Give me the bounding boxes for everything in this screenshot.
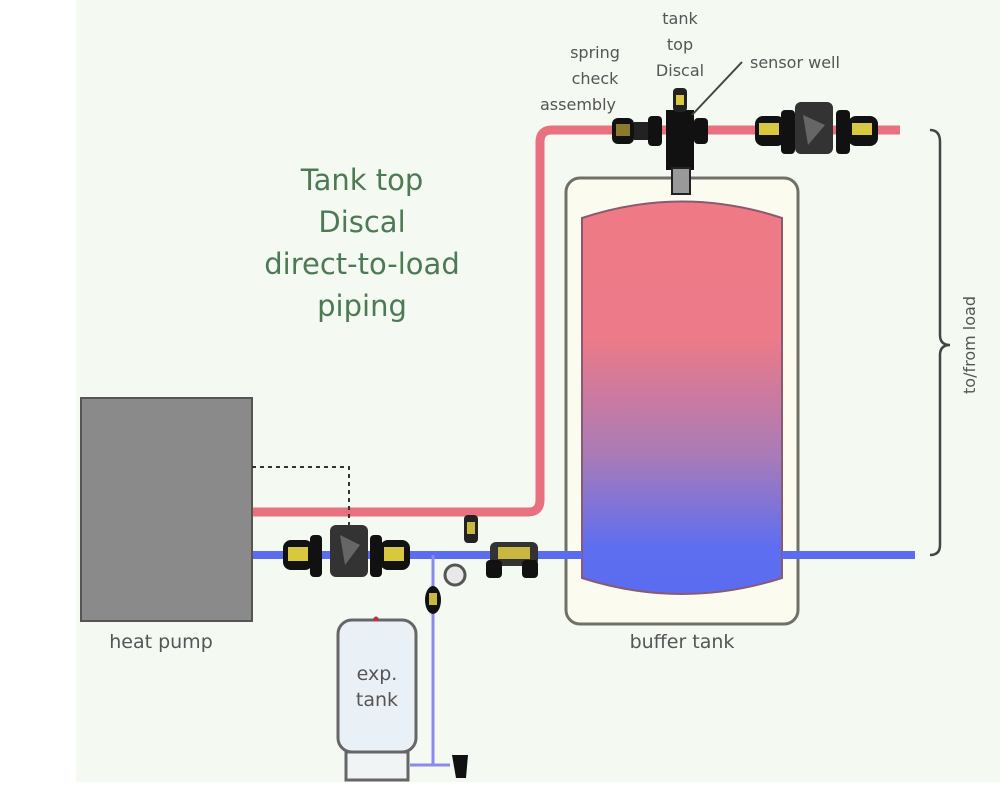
branch-valve xyxy=(425,586,441,614)
spring-check-label: spring xyxy=(570,43,620,62)
heat-pump-circulator xyxy=(283,525,410,577)
buffer-tank xyxy=(581,200,783,595)
drain-valve xyxy=(452,755,468,778)
purge-valve xyxy=(464,515,478,543)
spring-check-label: assembly xyxy=(540,95,616,114)
title-line: piping xyxy=(317,289,407,323)
spring-check-label: check xyxy=(572,69,620,88)
exp-tank-label: exp. xyxy=(357,663,398,685)
tank-top-discal xyxy=(612,88,708,195)
exp-tank-branch-pipe xyxy=(431,555,450,767)
title-line: Tank top xyxy=(300,163,424,197)
tank-top-discal-label: tank xyxy=(662,9,698,28)
tank-top-discal-label: top xyxy=(667,35,693,54)
title-line: Discal xyxy=(318,205,405,239)
exp-tank-label: tank xyxy=(356,689,398,711)
heat-pump-label: heat pump xyxy=(109,631,213,653)
control-wire xyxy=(252,466,350,525)
sensor-well-label: sensor well xyxy=(750,53,840,72)
heat-pump xyxy=(80,397,253,622)
load-circulator xyxy=(755,102,878,154)
diagram-title: Tank top Discal direct-to-load piping xyxy=(264,163,459,323)
sensor-well-leader xyxy=(691,61,743,116)
pressure-gauge xyxy=(443,563,467,587)
load-bracket xyxy=(929,128,951,557)
supply-pipe xyxy=(252,125,900,517)
return-fitting xyxy=(486,542,538,578)
tank-top-discal-label: Discal xyxy=(656,61,704,80)
title-line: direct-to-load xyxy=(264,247,459,281)
to-from-load-label: to/from load xyxy=(960,296,979,394)
buffer-tank-label: buffer tank xyxy=(630,631,735,653)
expansion-tank xyxy=(336,616,418,782)
